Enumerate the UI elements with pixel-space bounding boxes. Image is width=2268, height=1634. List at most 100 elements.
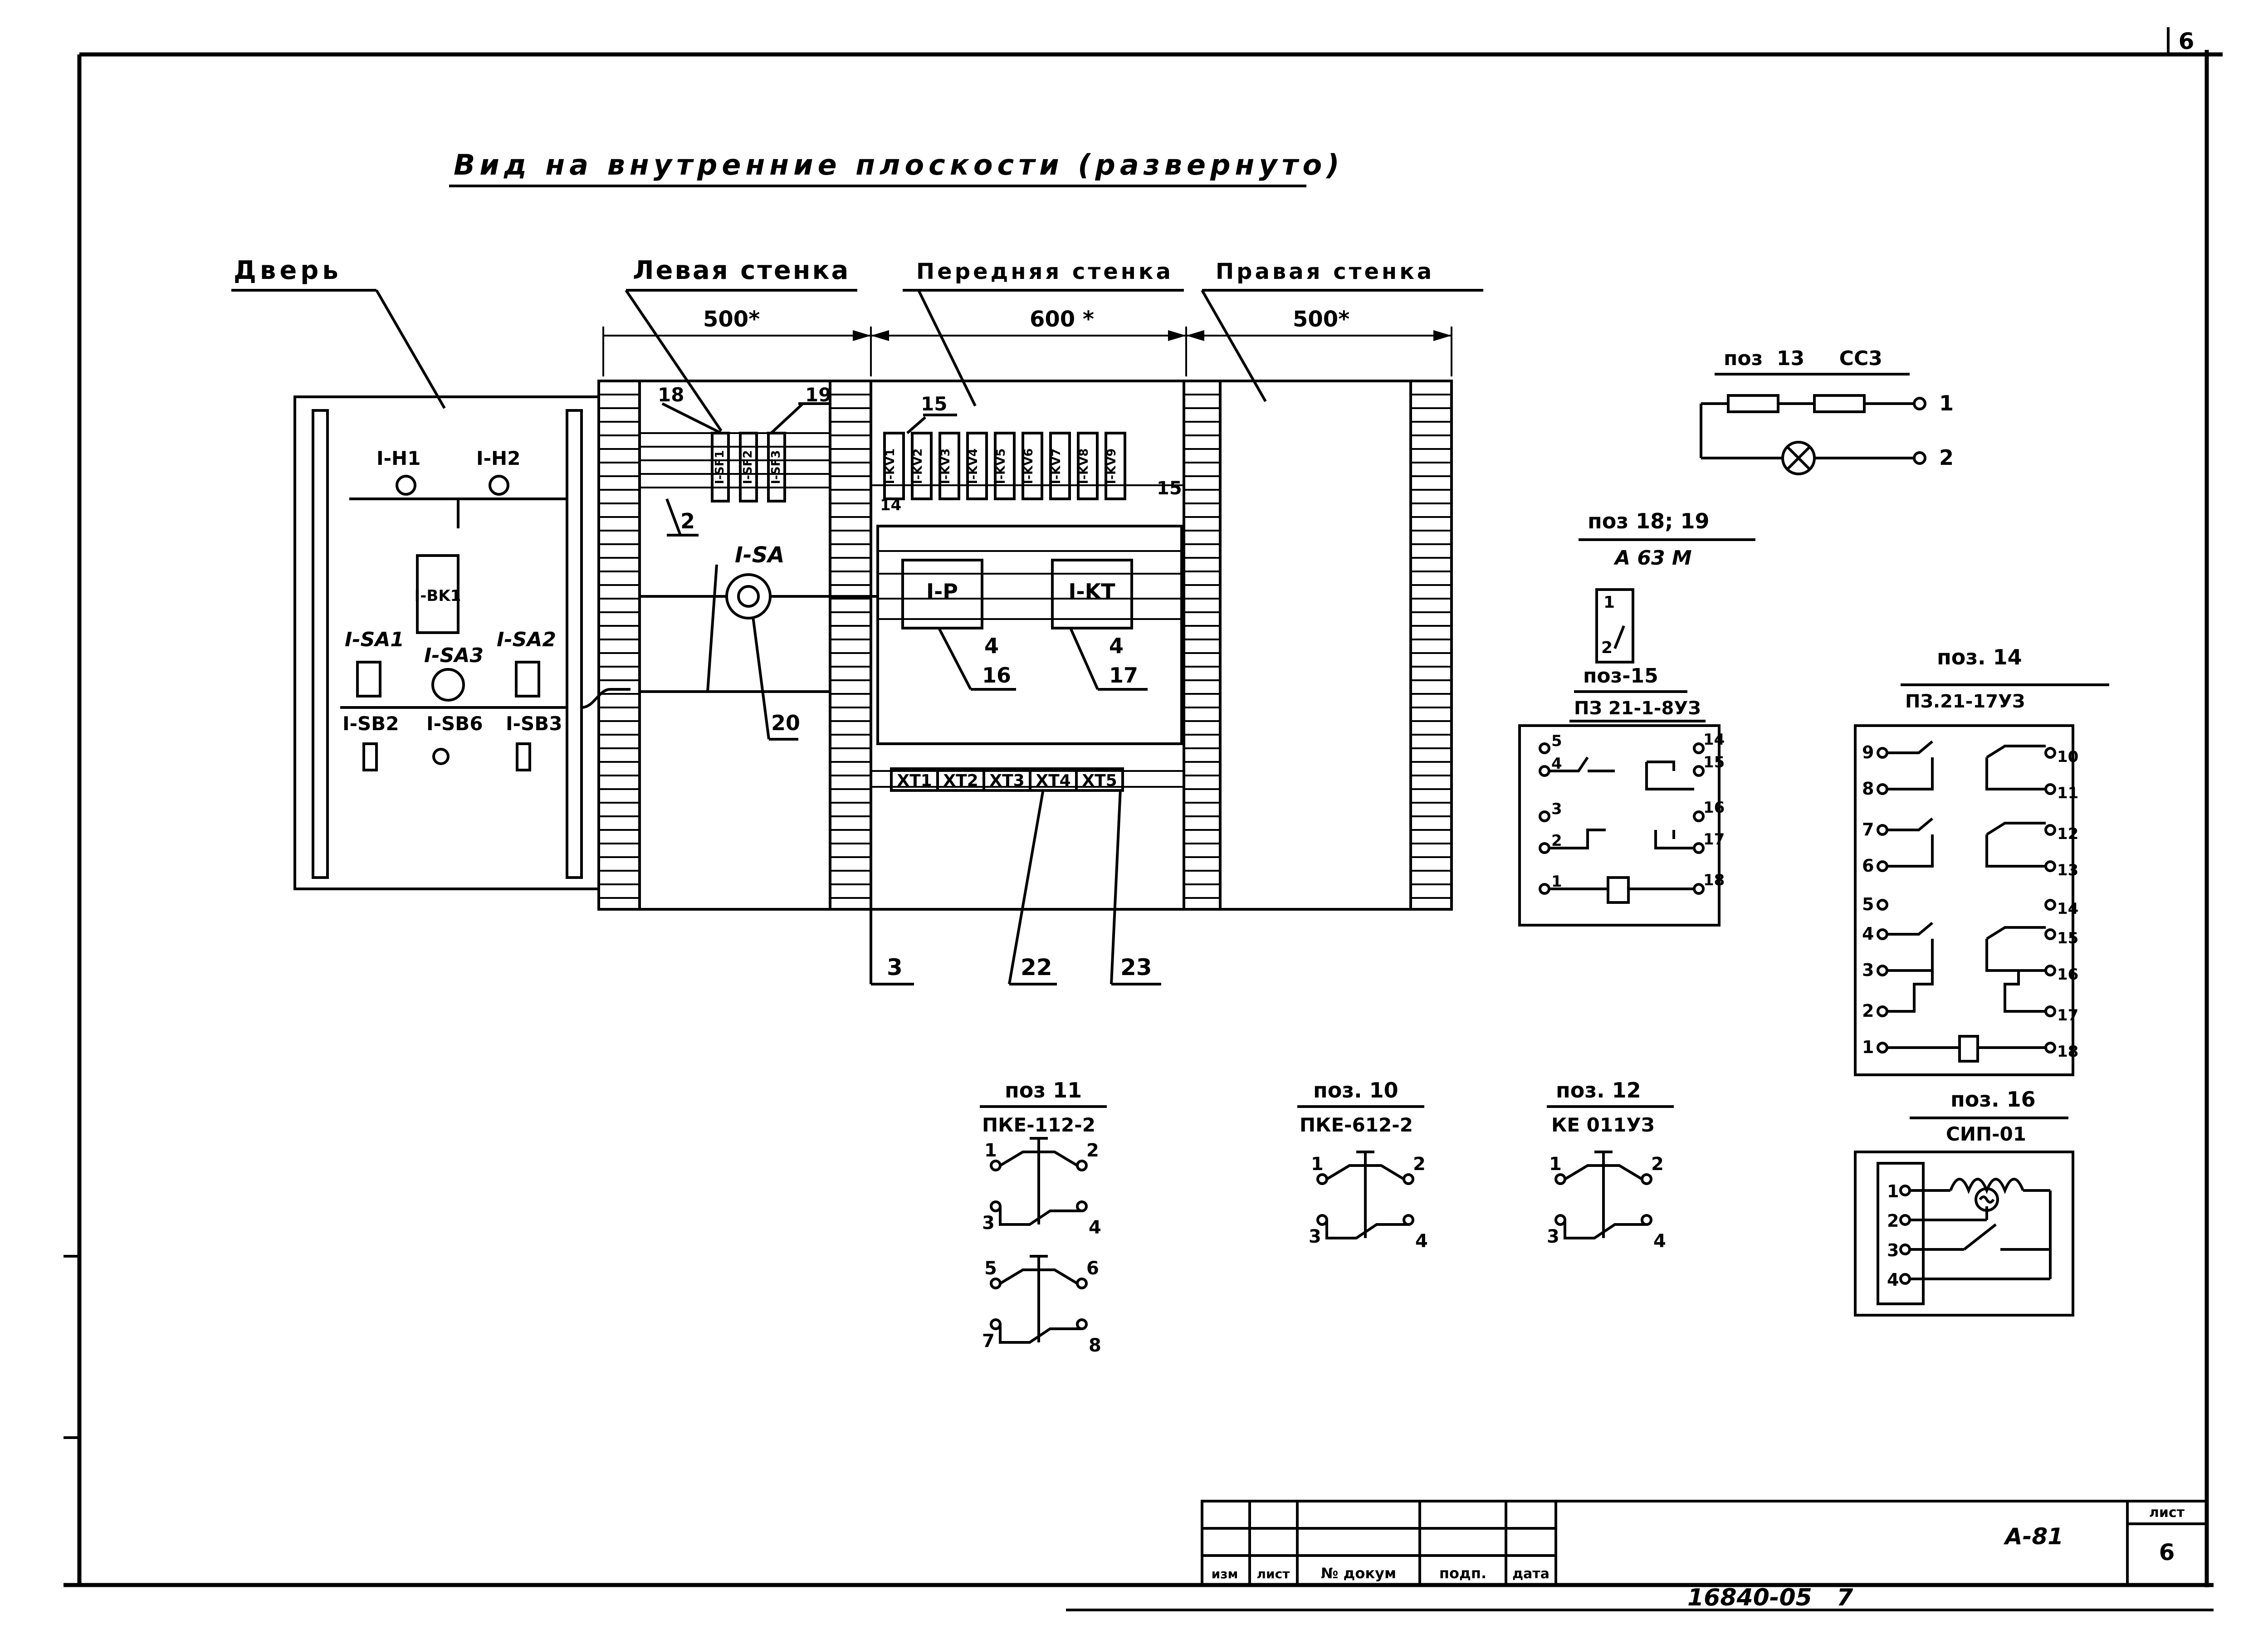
dimension-right: 500* [1293,307,1349,332]
pos15-terminal [1693,765,1705,777]
walls-body [597,380,1453,911]
relay-module-label: I-KV5 [994,449,1008,484]
pos18-19-type: А 63 М [1613,546,1692,570]
terminal-label: XT5 [1082,771,1117,790]
pos11-term: 6 [1086,1258,1099,1279]
pos15-terminal [1539,765,1550,777]
selector-sa-label: I-SA [735,542,785,568]
pos15-terminal [1693,842,1705,854]
terminal-leaders [870,787,1161,985]
pos14-contact [2004,971,2046,1013]
terminal [1075,767,1124,792]
front-wall-label: Передняя стенка [916,259,1173,284]
pos14-relay-box [1854,724,2074,1076]
pos10-title: поз. 10 [1313,1078,1398,1102]
pos13-title: поз 13 СС3 [1724,347,1882,370]
pos15-terminal [1693,883,1705,895]
pos11-terminal [1076,1278,1088,1289]
pos14-terminal [2044,928,2056,940]
pos11-term: 3 [982,1213,995,1234]
pos11-term: 5 [984,1258,997,1279]
pos14-term-left: 6 [1862,856,1874,876]
pos15-term-left: 1 [1551,873,1562,891]
pos14-term-right: 14 [2057,900,2078,918]
pos10-type: ПКЕ-612-2 [1300,1114,1413,1136]
stamp-header: дата [1512,1566,1549,1582]
door-h1-label: I-H1 [376,447,420,469]
pos18-19-term-1: 1 [1603,593,1615,612]
pos14-terminal [2044,1005,2056,1017]
pos15-term-right: 18 [1703,871,1725,889]
rail-ticks [599,394,1452,899]
breaker-label: I-SF1 [713,450,727,484]
relay-module [938,432,960,500]
relay-kt [1051,559,1148,691]
breaker-label: I-SF3 [769,450,783,484]
pos14-contact [1887,740,1933,754]
relay-module [994,432,1016,500]
pos11-term: 4 [1089,1217,1101,1238]
front-wall-pos15b: 15 [1157,478,1182,499]
pos15-terminal [1539,810,1550,822]
pos14-term-left: 2 [1862,1001,1874,1021]
pos11-title: поз 11 [1005,1078,1082,1102]
pos16-title: поз. 16 [1950,1087,2036,1112]
pos16-term: 2 [1887,1211,1899,1231]
pos14-terminal [1877,1042,1888,1054]
footer-number: 16840-05 7 [1687,1584,1853,1611]
stamp-header: № докум [1321,1565,1396,1582]
pos14-contact [1986,926,2046,940]
pos14-term-left: 8 [1862,779,1874,799]
pos14-contact [1887,969,1934,1013]
relay-kt-label: I-KT [1068,579,1115,604]
pos13-lamp-circuit [1700,394,1926,475]
pos12-term: 2 [1651,1154,1664,1175]
pos15-term-right: 16 [1703,799,1725,817]
pos15-term-left: 5 [1551,732,1562,750]
relay-module-label: I-KV6 [1022,449,1036,484]
door-sb6-label: I-SB6 [426,712,483,735]
pos14-title: поз. 14 [1937,645,2022,669]
pos14-type: ПЗ.21-17УЗ [1905,691,2025,712]
pos18-19-title: поз 18; 19 [1588,509,1710,533]
relay-kt-num4: 4 [1109,634,1124,658]
relay-module-label: I-KV7 [1050,449,1063,484]
relay-p-pos16: 16 [982,663,1011,688]
pos15-title: поз-15 [1583,664,1658,688]
pos12-type: КЕ 011УЗ [1551,1114,1655,1136]
relay-module [1049,432,1071,500]
pos11-actuator [1030,1255,1048,1342]
stamp-header: изм [1212,1566,1238,1581]
pos14-terminal [1877,965,1888,976]
pos14-term-right: 16 [2057,966,2078,984]
pos18-19-term-2: 2 [1601,639,1613,657]
front-wall-pos23: 23 [1120,954,1152,980]
dimension-lines [602,327,1452,376]
pos14-term-right: 11 [2057,784,2078,802]
pos10-actuator [1356,1151,1374,1238]
pos14-terminal [2044,860,2056,872]
pos10-contact [1325,1220,1408,1239]
drawing-title: Вид на внутренние плоскости (развернуто) [454,148,1344,181]
pos11-actuator [1030,1137,1048,1224]
pos14-terminal [2044,824,2056,836]
pos14-terminal [2044,965,2056,976]
terminal-label: XT3 [989,771,1024,790]
relay-p-label: I-P [926,579,958,604]
pos14-term-right: 15 [2057,929,2078,947]
door-sb3-label: I-SB3 [506,712,562,735]
pos10-term: 1 [1311,1154,1324,1175]
terminal-label: XT4 [1036,771,1070,790]
pos11-contact [999,1324,1082,1344]
front-wall-pos14: 14 [880,496,901,514]
left-wall-pos20: 20 [771,711,800,735]
pos12-terminal [1641,1173,1652,1185]
pos14-term-left: 7 [1862,819,1874,839]
pos18-19-breaker [1595,588,1634,663]
relay-module-label: I-KV2 [911,449,925,484]
pos15-contact [1549,756,1615,772]
pos15-term-right: 15 [1703,753,1725,771]
pos16-term: 4 [1887,1270,1899,1290]
